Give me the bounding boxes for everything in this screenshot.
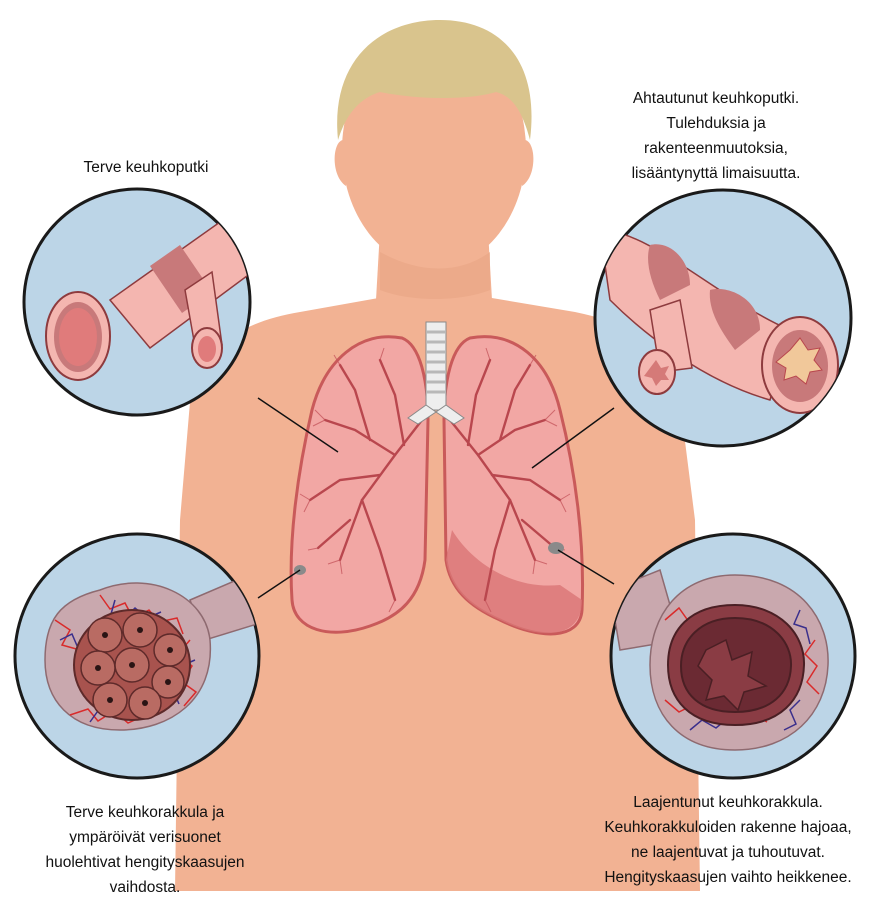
- narrowed-bronchus-circle: [595, 190, 851, 446]
- healthy-bronchus-label: Terve keuhkoputki: [46, 155, 246, 180]
- enlarged-alveolus-circle: [610, 534, 855, 778]
- healthy-alveolus-label: Terve keuhkorakkula ja ympäröivät verisu…: [10, 800, 280, 900]
- right-ear: [522, 140, 533, 186]
- enlarged-alveolus-label: Laajentunut keuhkorakkula. Keuhkorakkulo…: [586, 790, 870, 890]
- narrowed-bronchus-label: Ahtautunut keuhkoputki. Tulehduksia ja r…: [596, 86, 836, 186]
- left-ear: [335, 140, 346, 186]
